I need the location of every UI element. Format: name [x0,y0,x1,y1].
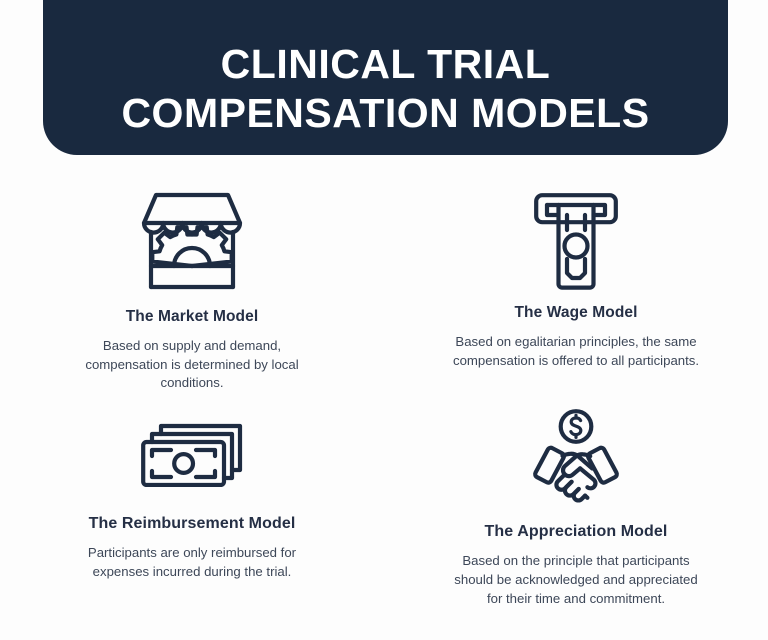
market-stall-gear-icon [139,180,245,290]
model-card-reimbursement: The Reimbursement Model Participants are… [0,393,384,608]
model-card-appreciation: The Appreciation Model Based on the prin… [384,393,768,608]
model-title: The Appreciation Model [484,523,668,541]
page-title-line-2: COMPENSATION MODELS [121,89,650,136]
model-description: Participants are only reimbursed for exp… [87,545,297,579]
model-title: The Wage Model [514,304,638,321]
model-description: Based on egalitarian principles, the sam… [452,334,700,368]
models-grid: The Market Model Based on supply and dem… [0,166,768,608]
atm-banknote-icon [534,180,618,290]
model-title: The Market Model [125,308,259,325]
page-title-line-1: CLINICAL TRIAL [220,41,551,88]
model-card-wage: The Wage Model Based on egalitarian prin… [384,166,768,393]
stacked-banknotes-icon [141,411,243,488]
model-card-market: The Market Model Based on supply and dem… [0,166,384,393]
model-title: The Reimbursement Model [88,515,296,533]
handshake-dollar-icon [529,393,623,505]
model-description: Based on supply and demand, compensation… [85,338,299,391]
header-banner: CLINICAL TRIAL COMPENSATION MODELS [43,0,728,155]
model-description: Based on the principle that participants… [454,553,698,606]
